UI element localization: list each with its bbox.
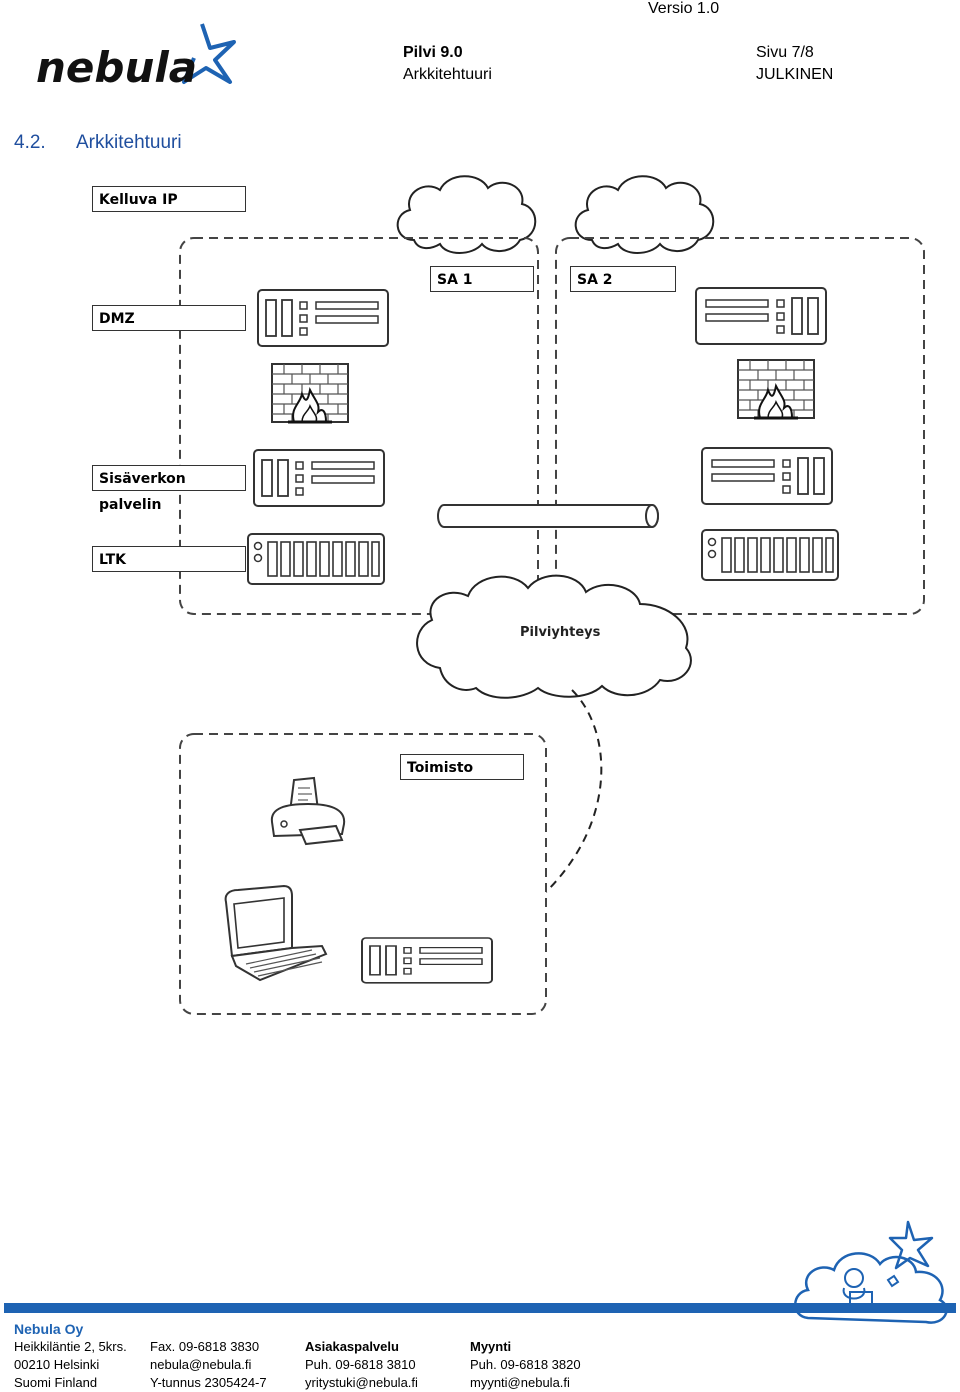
section-title: Arkkitehtuuri (76, 132, 182, 153)
ltk-server-2 (701, 529, 839, 581)
footer-support: Asiakaspalvelu Puh. 09-6818 3810 yrityst… (305, 1338, 418, 1392)
tunnel-pipe (437, 504, 659, 528)
label-sa2: SA 2 (570, 266, 676, 292)
footer-sales-heading: Myynti (470, 1339, 512, 1354)
printer-icon (270, 776, 346, 846)
cloud-link-label: Pilviyhteys (520, 625, 601, 640)
label-dmz: DMZ (92, 305, 246, 331)
product-name: Pilvi 9.0 (403, 44, 463, 61)
firewall-2-icon (736, 358, 816, 420)
mascot-star-icon (888, 1220, 934, 1270)
office-server (361, 937, 493, 984)
section-heading: 4.2. Arkkitehtuuri (14, 132, 182, 154)
ltk-server-1 (247, 533, 385, 585)
footer-support-heading: Asiakaspalvelu (305, 1339, 399, 1354)
version-label: Versio 1.0 (648, 0, 720, 17)
page-number: Sivu 7/8 (756, 44, 814, 61)
footer-support-email: yritystuki@nebula.fi (305, 1375, 418, 1390)
logo-text: nebula (36, 43, 197, 92)
footer-fax: Fax. 09-6818 3830 (150, 1339, 260, 1354)
footer-company: Nebula Oy (14, 1321, 84, 1337)
footer-address-line: Suomi Finland (14, 1375, 98, 1390)
label-office: Toimisto (400, 754, 524, 780)
label-floating-ip: Kelluva IP (92, 186, 246, 212)
classification: JULKINEN (756, 66, 834, 83)
label-internal-server: Sisäverkon palvelin (92, 465, 246, 513)
office-boundary (179, 733, 547, 1015)
footer-email: nebula@nebula.fi (150, 1357, 252, 1372)
label-ltk: LTK (92, 546, 246, 572)
dmz-server-1 (257, 289, 389, 347)
footer-address-line: 00210 Helsinki (14, 1357, 100, 1372)
footer-sales: Myynti Puh. 09-6818 3820 myynti@nebula.f… (470, 1338, 581, 1392)
footer-sales-email: myynti@nebula.fi (470, 1375, 570, 1390)
footer-address-line: Heikkiläntie 2, 5krs. (14, 1339, 127, 1354)
internal-server-2 (701, 447, 833, 505)
footer-address: Nebula Oy Heikkiläntie 2, 5krs. 00210 He… (14, 1320, 127, 1392)
cloud-link-cloud (416, 574, 692, 699)
footer-sales-phone: Puh. 09-6818 3820 (470, 1357, 581, 1372)
architecture-diagram: Pilviyhteys (179, 175, 925, 1015)
section-number: 4.2. (14, 132, 46, 153)
cloud-to-office-link (545, 689, 603, 893)
firewall-1-icon (270, 362, 350, 424)
laptop-icon (224, 884, 328, 982)
footer-contact: Fax. 09-6818 3830 nebula@nebula.fi Y-tun… (150, 1338, 267, 1392)
label-sa1: SA 1 (430, 266, 534, 292)
footer-business-id: Y-tunnus 2305424-7 (150, 1375, 267, 1390)
logo-star-icon (182, 23, 236, 84)
internal-server-1 (253, 449, 385, 507)
datacenter-1-boundary (179, 237, 539, 615)
footer-divider (4, 1303, 956, 1313)
document-title: Arkkitehtuuri (403, 66, 492, 83)
footer-support-phone: Puh. 09-6818 3810 (305, 1357, 416, 1372)
nebula-logo: nebula (34, 22, 239, 92)
datacenter-2-boundary (555, 237, 925, 615)
dmz-server-2 (695, 287, 827, 345)
